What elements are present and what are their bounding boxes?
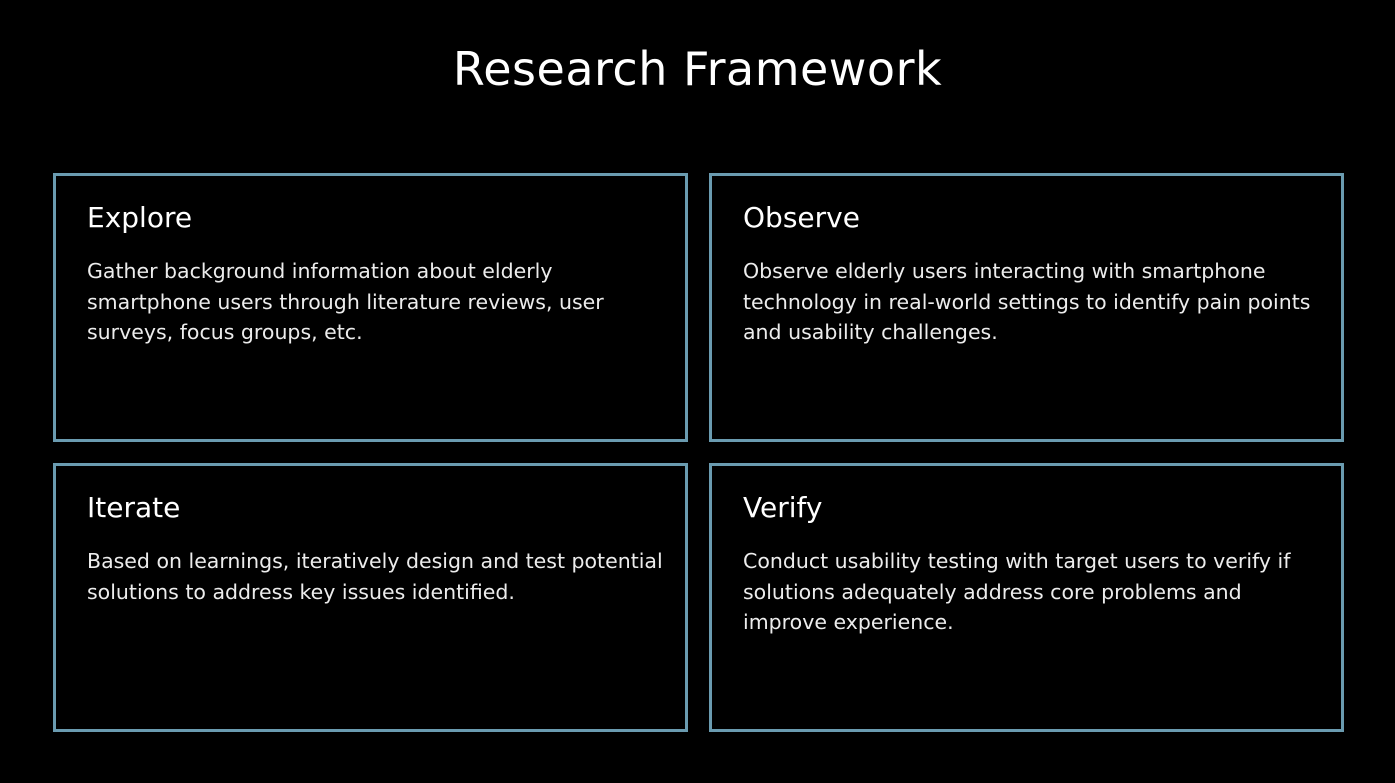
card-observe: Observe Observe elderly users interactin… [709, 173, 1344, 442]
card-heading: Explore [87, 201, 193, 234]
card-verify: Verify Conduct usability testing with ta… [709, 463, 1344, 732]
card-body: Based on learnings, iteratively design a… [87, 549, 663, 604]
card-iterate: Iterate Based on learnings, iteratively … [53, 463, 688, 732]
card-heading: Verify [743, 491, 823, 524]
card-heading: Observe [743, 201, 860, 234]
card-explore: Explore Gather background information ab… [53, 173, 688, 442]
card-body: Conduct usability testing with target us… [743, 549, 1291, 634]
page-title: Research Framework [452, 42, 943, 96]
card-body: Gather background information about elde… [87, 259, 604, 344]
card-heading: Iterate [87, 491, 181, 524]
card-body: Observe elderly users interacting with s… [743, 259, 1311, 344]
